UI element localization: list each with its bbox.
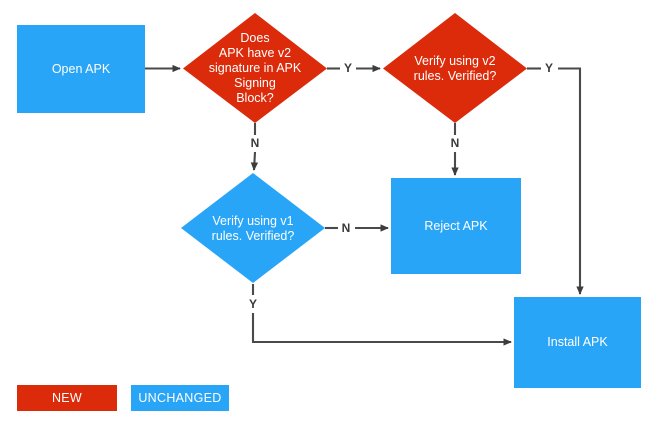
edge-label-verifyv2-yes: Y	[544, 61, 553, 75]
node-verify-v2[interactable]	[383, 13, 527, 123]
edge-label-verifyv1-no: N	[341, 221, 351, 235]
node-install-apk[interactable]	[514, 297, 641, 388]
node-open-apk[interactable]	[17, 25, 145, 113]
edge-verifyv1-yes-seg2	[251, 313, 512, 346]
node-reject-apk[interactable]	[391, 178, 521, 274]
legend-swatch-new	[17, 385, 117, 411]
legend-label-unchanged: UNCHANGED	[138, 391, 222, 405]
edge-v2check-no-seg2	[250, 151, 259, 171]
legend-swatch-unchanged	[131, 385, 229, 411]
node-verify-v1[interactable]	[181, 173, 325, 283]
edge-label-v2check-yes: Y	[343, 61, 352, 75]
edge-label-verifyv2-no: N	[450, 136, 460, 150]
edge-verifyv2-yes-seg2	[558, 67, 584, 295]
edge-label-v2check-no: N	[250, 136, 260, 150]
node-has-v2-signature[interactable]	[183, 13, 327, 123]
legend-label-new: NEW	[51, 391, 83, 405]
edge-label-verifyv1-yes: Y	[248, 297, 257, 311]
